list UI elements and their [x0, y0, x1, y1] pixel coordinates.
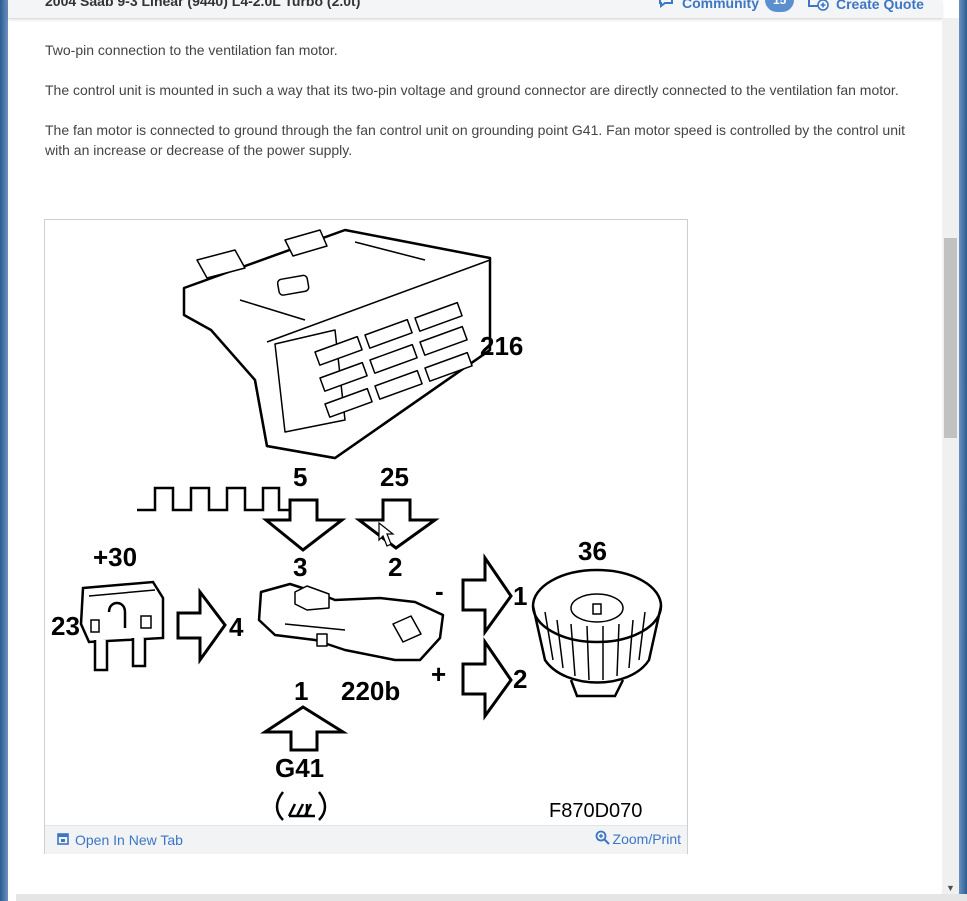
vehicle-header-bar: 2004 Saab 9-3 Linear (9440) L4-2.0L Turb…	[8, 0, 942, 19]
climate-control-panel-drawing	[182, 228, 492, 460]
figure-code: F870D070	[549, 800, 642, 822]
label-motor: 36	[578, 536, 607, 566]
vertical-scrollbar[interactable]: ▼	[942, 18, 959, 901]
open-in-new-tab-link[interactable]: Open In New Tab	[57, 832, 183, 848]
diagram-figure: 216 5 25 3 2 +30 23	[44, 219, 688, 854]
label-signal-pin: 5	[293, 462, 307, 492]
desktop-edge-right	[959, 0, 967, 901]
chat-bubble-icon	[658, 0, 676, 12]
paragraph-mounting: The control unit is mounted in such a wa…	[45, 82, 899, 98]
label-plus30: +30	[93, 542, 137, 572]
vehicle-title: 2004 Saab 9-3 Linear (9440) L4-2.0L Turb…	[45, 0, 361, 9]
scrollbar-thumb[interactable]	[944, 238, 957, 438]
arrow-down-pin-5	[261, 498, 347, 552]
figure-footer: Open In New Tab Zoom/Print	[45, 825, 687, 854]
label-fan-control-unit: 220b	[341, 676, 400, 706]
label-motor-pin-2: 2	[513, 664, 527, 694]
zoom-print-link[interactable]: Zoom/Print	[595, 830, 681, 848]
label-pin-25: 25	[380, 462, 409, 492]
browser-window: 2004 Saab 9-3 Linear (9440) L4-2.0L Turb…	[8, 0, 967, 901]
arrow-up-ground	[259, 705, 349, 752]
blower-motor-drawing	[531, 568, 663, 698]
arrow-right-motor-pin-1	[461, 553, 513, 637]
label-plus: +	[431, 659, 446, 689]
article-content: Two-pin connection to the ventilation fa…	[45, 40, 925, 180]
create-quote-link[interactable]: Create Quote	[808, 0, 924, 14]
arrow-down-pin-25	[354, 498, 440, 550]
label-ground-pin: 1	[294, 676, 308, 706]
community-link[interactable]: Community 15	[658, 0, 795, 12]
fuse-drawing	[79, 580, 165, 672]
label-fuse: 23	[51, 611, 80, 641]
community-count-badge: 15	[765, 0, 795, 12]
add-document-icon	[808, 0, 830, 14]
label-motor-pin-1: 1	[513, 581, 527, 611]
label-control-panel: 216	[480, 331, 523, 361]
label-minus: -	[435, 576, 444, 606]
arrow-right-motor-pin-2	[461, 637, 513, 721]
zoom-in-icon	[595, 830, 610, 848]
desktop-edge-left	[0, 0, 8, 901]
label-pin-3: 3	[293, 552, 307, 582]
community-label: Community	[682, 0, 759, 11]
label-pin-2-control: 2	[388, 552, 402, 582]
hand-cursor-icon	[378, 521, 395, 547]
pwm-signal-waveform	[137, 486, 295, 512]
window-bottom-edge	[16, 894, 967, 901]
create-quote-label: Create Quote	[836, 0, 924, 12]
label-pin-4: 4	[229, 612, 244, 642]
scroll-down-arrow-icon[interactable]: ▼	[946, 883, 955, 893]
label-ground-point: G41	[275, 753, 324, 783]
fan-control-unit-drawing	[257, 582, 445, 662]
ground-symbol	[275, 791, 327, 821]
open-tab-icon	[57, 832, 69, 848]
arrow-right-pin-4	[176, 587, 227, 665]
paragraph-connection: Two-pin connection to the ventilation fa…	[45, 42, 338, 58]
paragraph-grounding: The fan motor is connected to ground thr…	[45, 122, 905, 158]
open-in-new-tab-label: Open In New Tab	[75, 832, 183, 848]
zoom-print-label: Zoom/Print	[612, 831, 681, 847]
fan-control-wiring-diagram: 216 5 25 3 2 +30 23	[51, 228, 663, 822]
